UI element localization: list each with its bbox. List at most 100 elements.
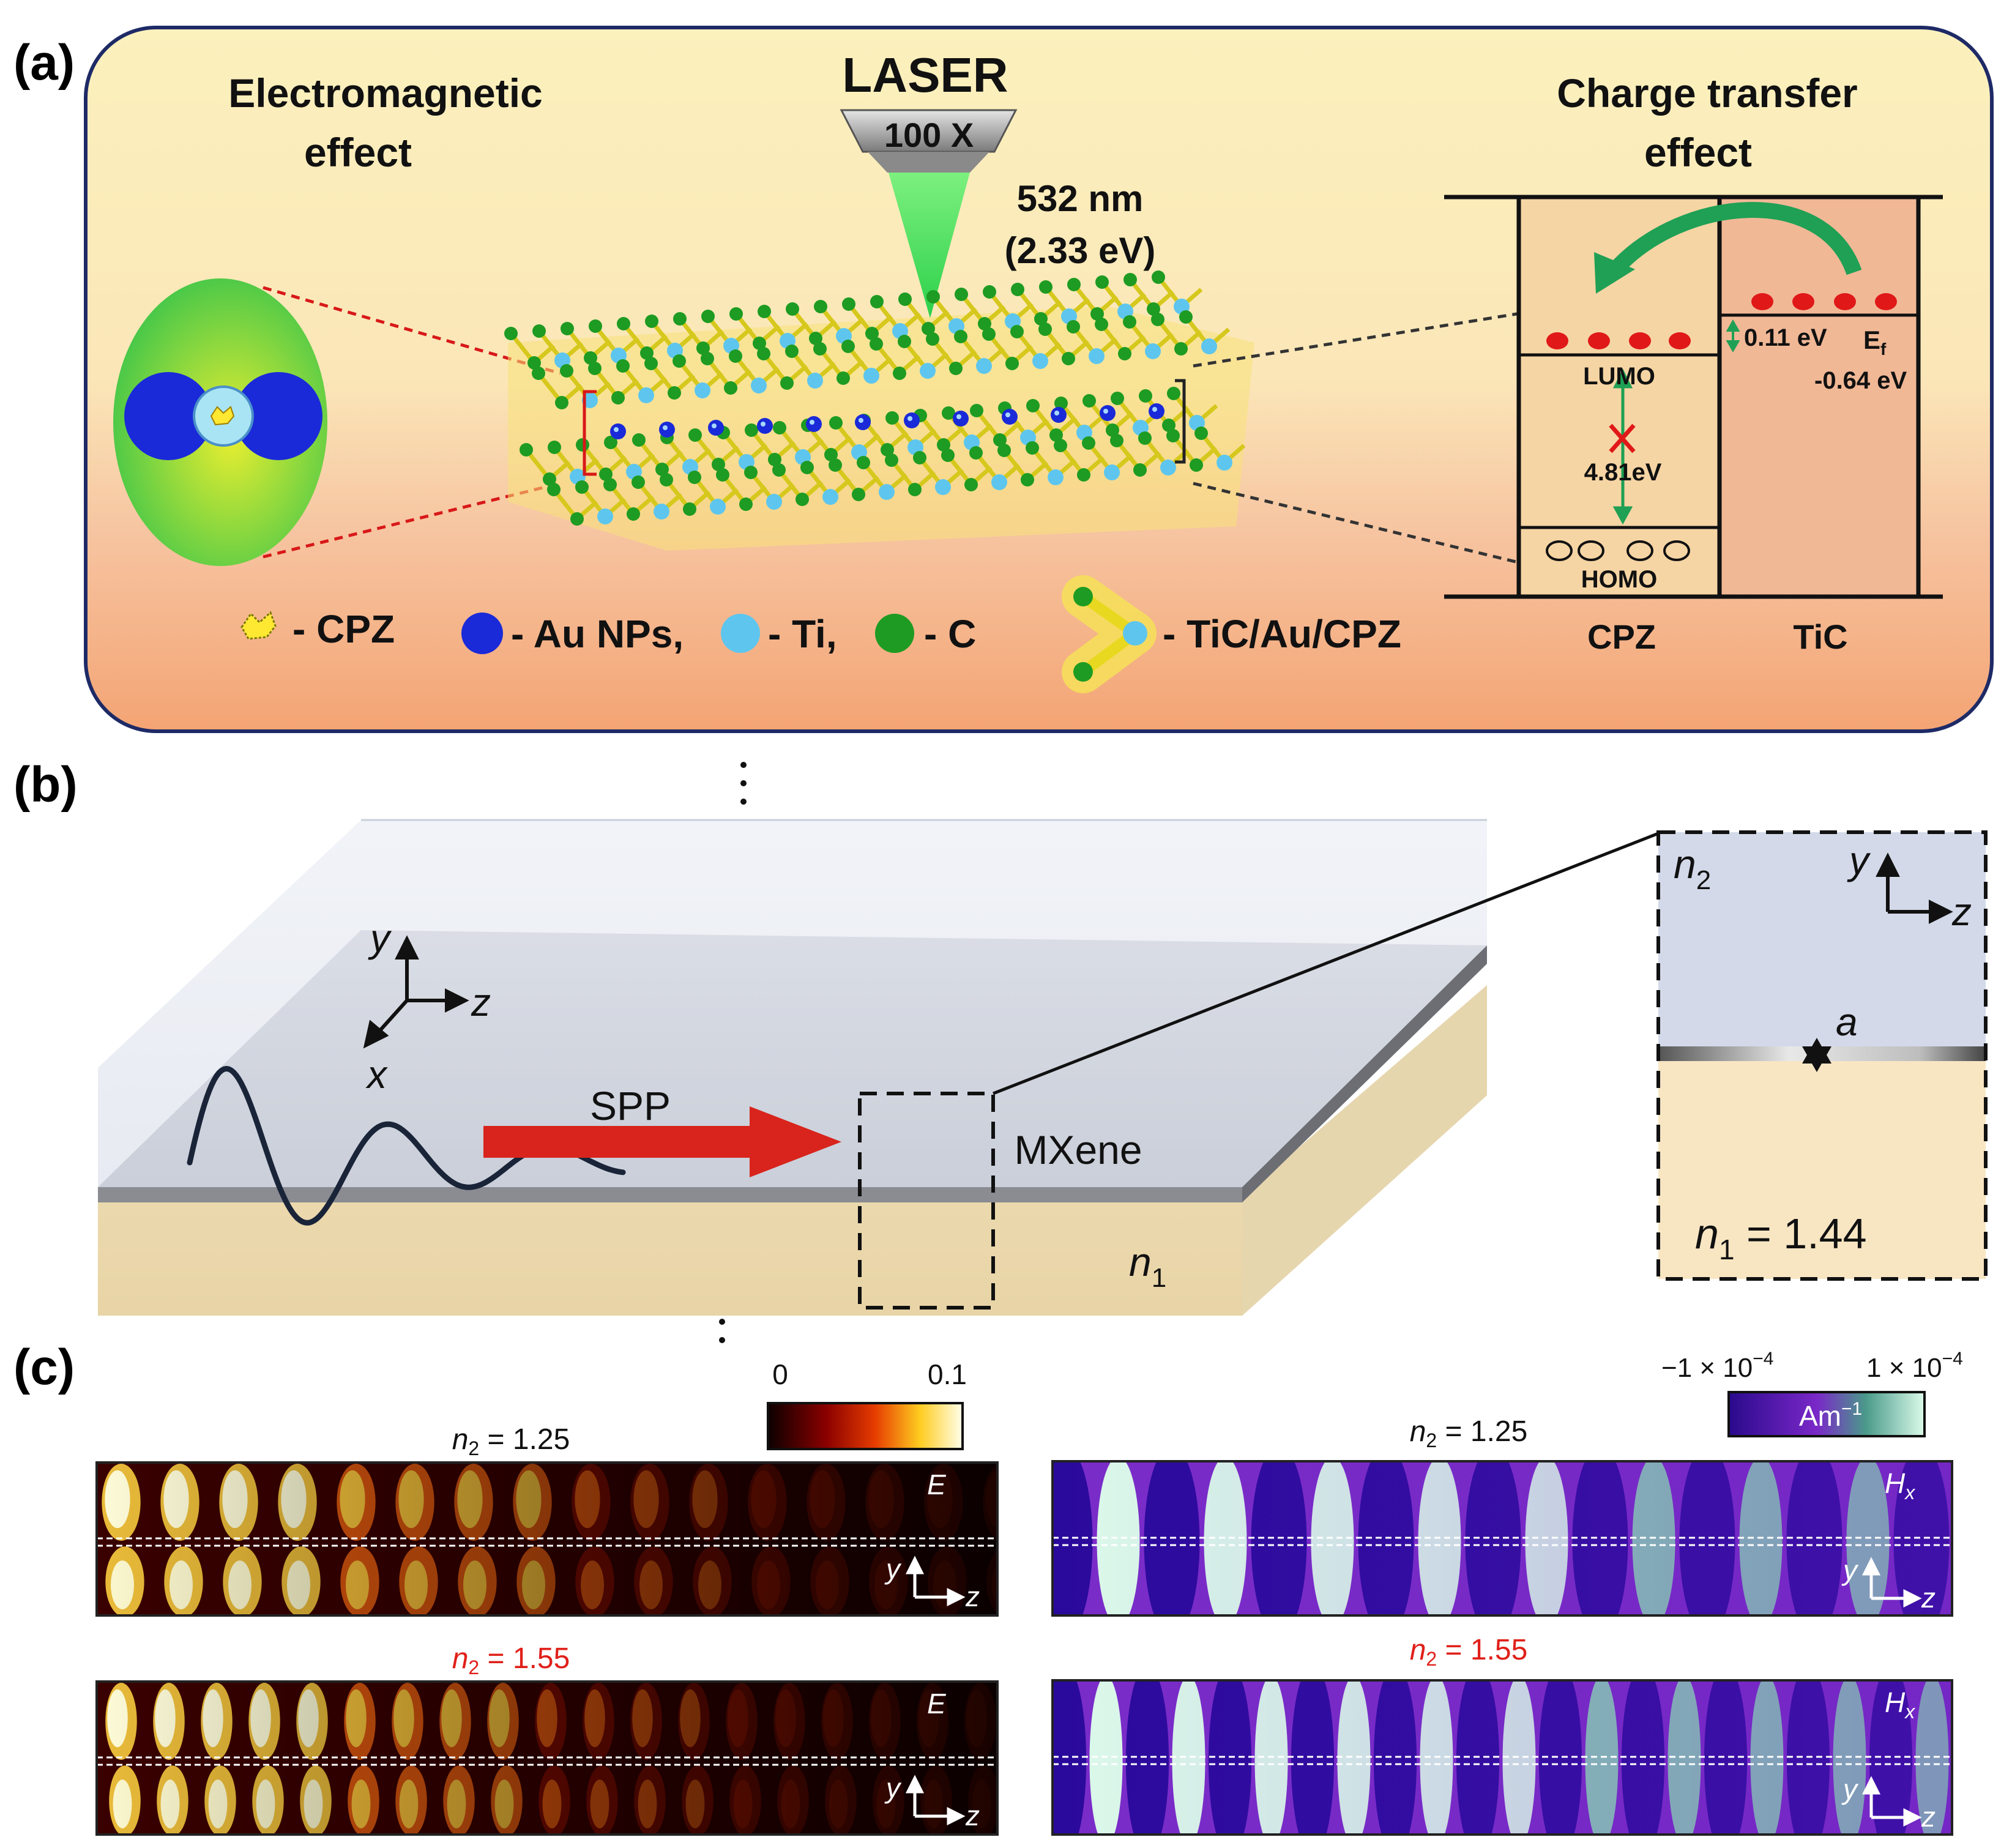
zoom-line-inset bbox=[993, 830, 1662, 1095]
legend-c-icon bbox=[875, 614, 914, 653]
laser-beam bbox=[889, 173, 970, 318]
h-colorbar bbox=[1727, 1391, 1926, 1437]
h-map-1-title: n2 = 1.25 bbox=[1410, 1415, 1528, 1451]
offset-arrow bbox=[1726, 319, 1740, 353]
mxene-label: MXene bbox=[1014, 1127, 1142, 1172]
gap-arrow bbox=[1612, 368, 1633, 525]
substrate-n1-label: n1 bbox=[1129, 1239, 1166, 1293]
vertical-ellipsis-top bbox=[740, 762, 747, 805]
spp-label: SPP bbox=[590, 1083, 671, 1128]
homo-label: HOMO bbox=[1581, 566, 1657, 593]
fermi-level-label: Ef bbox=[1863, 326, 1887, 359]
e-map-1-label: E bbox=[927, 1469, 947, 1500]
e-colorbar bbox=[767, 1402, 964, 1450]
photon-energy-label: (2.33 eV) bbox=[1005, 230, 1156, 271]
h-map-1-axis-y: y bbox=[1841, 1554, 1859, 1586]
laser-label: LASER bbox=[842, 48, 1008, 102]
wavelength-label: 532 nm bbox=[1017, 178, 1144, 219]
inset-point-a: a bbox=[1836, 1000, 1858, 1044]
legend-ti: - Ti, bbox=[768, 612, 837, 656]
e-map-1-axis-z: z bbox=[965, 1581, 980, 1612]
axes-xyz bbox=[363, 935, 469, 1049]
e-map-2-axis-z: z bbox=[965, 1800, 980, 1831]
e-map-1-title: n2 = 1.25 bbox=[452, 1423, 570, 1459]
interlayer-bracket-left bbox=[583, 390, 597, 476]
legend-tic-au-cpz-icon bbox=[1062, 575, 1157, 693]
legend-c: - C bbox=[924, 612, 976, 656]
ct-effect-title-2: effect bbox=[1644, 130, 1752, 175]
e-map-1-axes bbox=[905, 1556, 966, 1607]
h-map-2-title: n2 = 1.55 bbox=[1410, 1634, 1528, 1670]
inset-cross-section bbox=[1656, 830, 1988, 1281]
e-map-2-frame bbox=[95, 1680, 999, 1836]
axis-label-y: y bbox=[368, 916, 392, 960]
em-effect-title-1: Electromagnetic bbox=[228, 70, 543, 116]
h-map-1-axis-z: z bbox=[1921, 1582, 1936, 1614]
e-map-2-axes bbox=[905, 1775, 966, 1826]
h-map-2-axes bbox=[1861, 1776, 1922, 1827]
e-map-1-axis-y: y bbox=[884, 1553, 902, 1585]
h-colorbar-unit: Am−1 bbox=[1799, 1399, 1862, 1432]
h-map-1-label: Hx bbox=[1885, 1467, 1915, 1503]
legend-cpz-icon bbox=[240, 611, 277, 640]
waveguide-3d-block bbox=[98, 819, 1487, 1316]
hx-field-map-n2-1.25 bbox=[1053, 1461, 1952, 1615]
energy-level-diagram bbox=[1444, 195, 1943, 599]
legend-ti-icon bbox=[721, 614, 760, 653]
axis-label-z: z bbox=[471, 980, 491, 1024]
legend-au: - Au NPs, bbox=[511, 612, 684, 656]
h-colorbar-max: 1 × 10−4 bbox=[1866, 1349, 1963, 1383]
offset-label: 0.11 eV bbox=[1744, 324, 1827, 351]
h-map-2-label: Hx bbox=[1885, 1686, 1915, 1723]
zoom-line-black-top bbox=[1193, 311, 1521, 368]
em-enhancement-egg bbox=[113, 278, 327, 566]
ct-effect-title-1: Charge transfer bbox=[1557, 70, 1858, 116]
em-effect-title-2: effect bbox=[304, 130, 412, 175]
spp-arrow bbox=[483, 1106, 841, 1177]
inset-n1-label: n1 = 1.44 bbox=[1695, 1210, 1867, 1265]
panel-a-label: (a) bbox=[13, 35, 75, 91]
lumo-label: LUMO bbox=[1583, 363, 1655, 390]
h-map-1-axes bbox=[1861, 1557, 1922, 1608]
column-label-cpz: CPZ bbox=[1587, 617, 1656, 656]
h-map-2-axis-y: y bbox=[1841, 1773, 1859, 1805]
e-field-map-n2-1.55 bbox=[97, 1682, 997, 1835]
interlayer-bracket-right bbox=[1175, 379, 1186, 464]
legend-au-icon bbox=[461, 613, 503, 654]
charge-transfer-arrow bbox=[1609, 202, 1862, 275]
homo-holes bbox=[1546, 540, 1690, 561]
inset-n2-label: n2 bbox=[1674, 841, 1711, 895]
zoom-line-black-bottom bbox=[1193, 482, 1521, 565]
e-map-1-frame bbox=[95, 1461, 999, 1617]
objective-lens bbox=[840, 109, 1018, 173]
hx-field-map-n2-1.55 bbox=[1053, 1680, 1952, 1835]
e-colorbar-max: 0.1 bbox=[928, 1358, 967, 1390]
forbidden-cross bbox=[1609, 423, 1636, 453]
panel-b-label: (b) bbox=[13, 757, 78, 813]
h-colorbar-min: −1 × 10−4 bbox=[1661, 1349, 1773, 1383]
e-map-2-label: E bbox=[927, 1688, 947, 1719]
fermi-value-label: -0.64 eV bbox=[1814, 367, 1907, 394]
h-map-1-frame bbox=[1051, 1460, 1953, 1617]
mxene-crystal-structure bbox=[504, 270, 1254, 551]
legend-tic-au-cpz: - TiC/Au/CPZ bbox=[1163, 612, 1401, 656]
legend-cpz: - CPZ bbox=[292, 607, 395, 651]
inset-axis-z: z bbox=[1951, 890, 1972, 934]
h-map-2-axis-z: z bbox=[1921, 1801, 1936, 1833]
tic-electrons bbox=[1751, 293, 1897, 310]
inset-axis-y: y bbox=[1847, 838, 1871, 882]
e-map-2-axis-y: y bbox=[884, 1772, 902, 1804]
axis-label-x: x bbox=[365, 1053, 388, 1097]
e-field-map-n2-1.25 bbox=[97, 1462, 997, 1615]
panel-c-label: (c) bbox=[13, 1339, 75, 1395]
e-map-2-title: n2 = 1.55 bbox=[452, 1642, 570, 1678]
gap-label: 4.81eV bbox=[1584, 459, 1662, 486]
inset-axes-yz bbox=[1876, 852, 1953, 924]
objective-magnification: 100 X bbox=[884, 116, 974, 154]
h-map-2-frame bbox=[1051, 1679, 1953, 1836]
e-colorbar-min: 0 bbox=[772, 1358, 788, 1390]
column-label-tic: TiC bbox=[1793, 617, 1847, 656]
lumo-electrons bbox=[1546, 332, 1691, 349]
zoom-region-box bbox=[858, 1092, 995, 1310]
